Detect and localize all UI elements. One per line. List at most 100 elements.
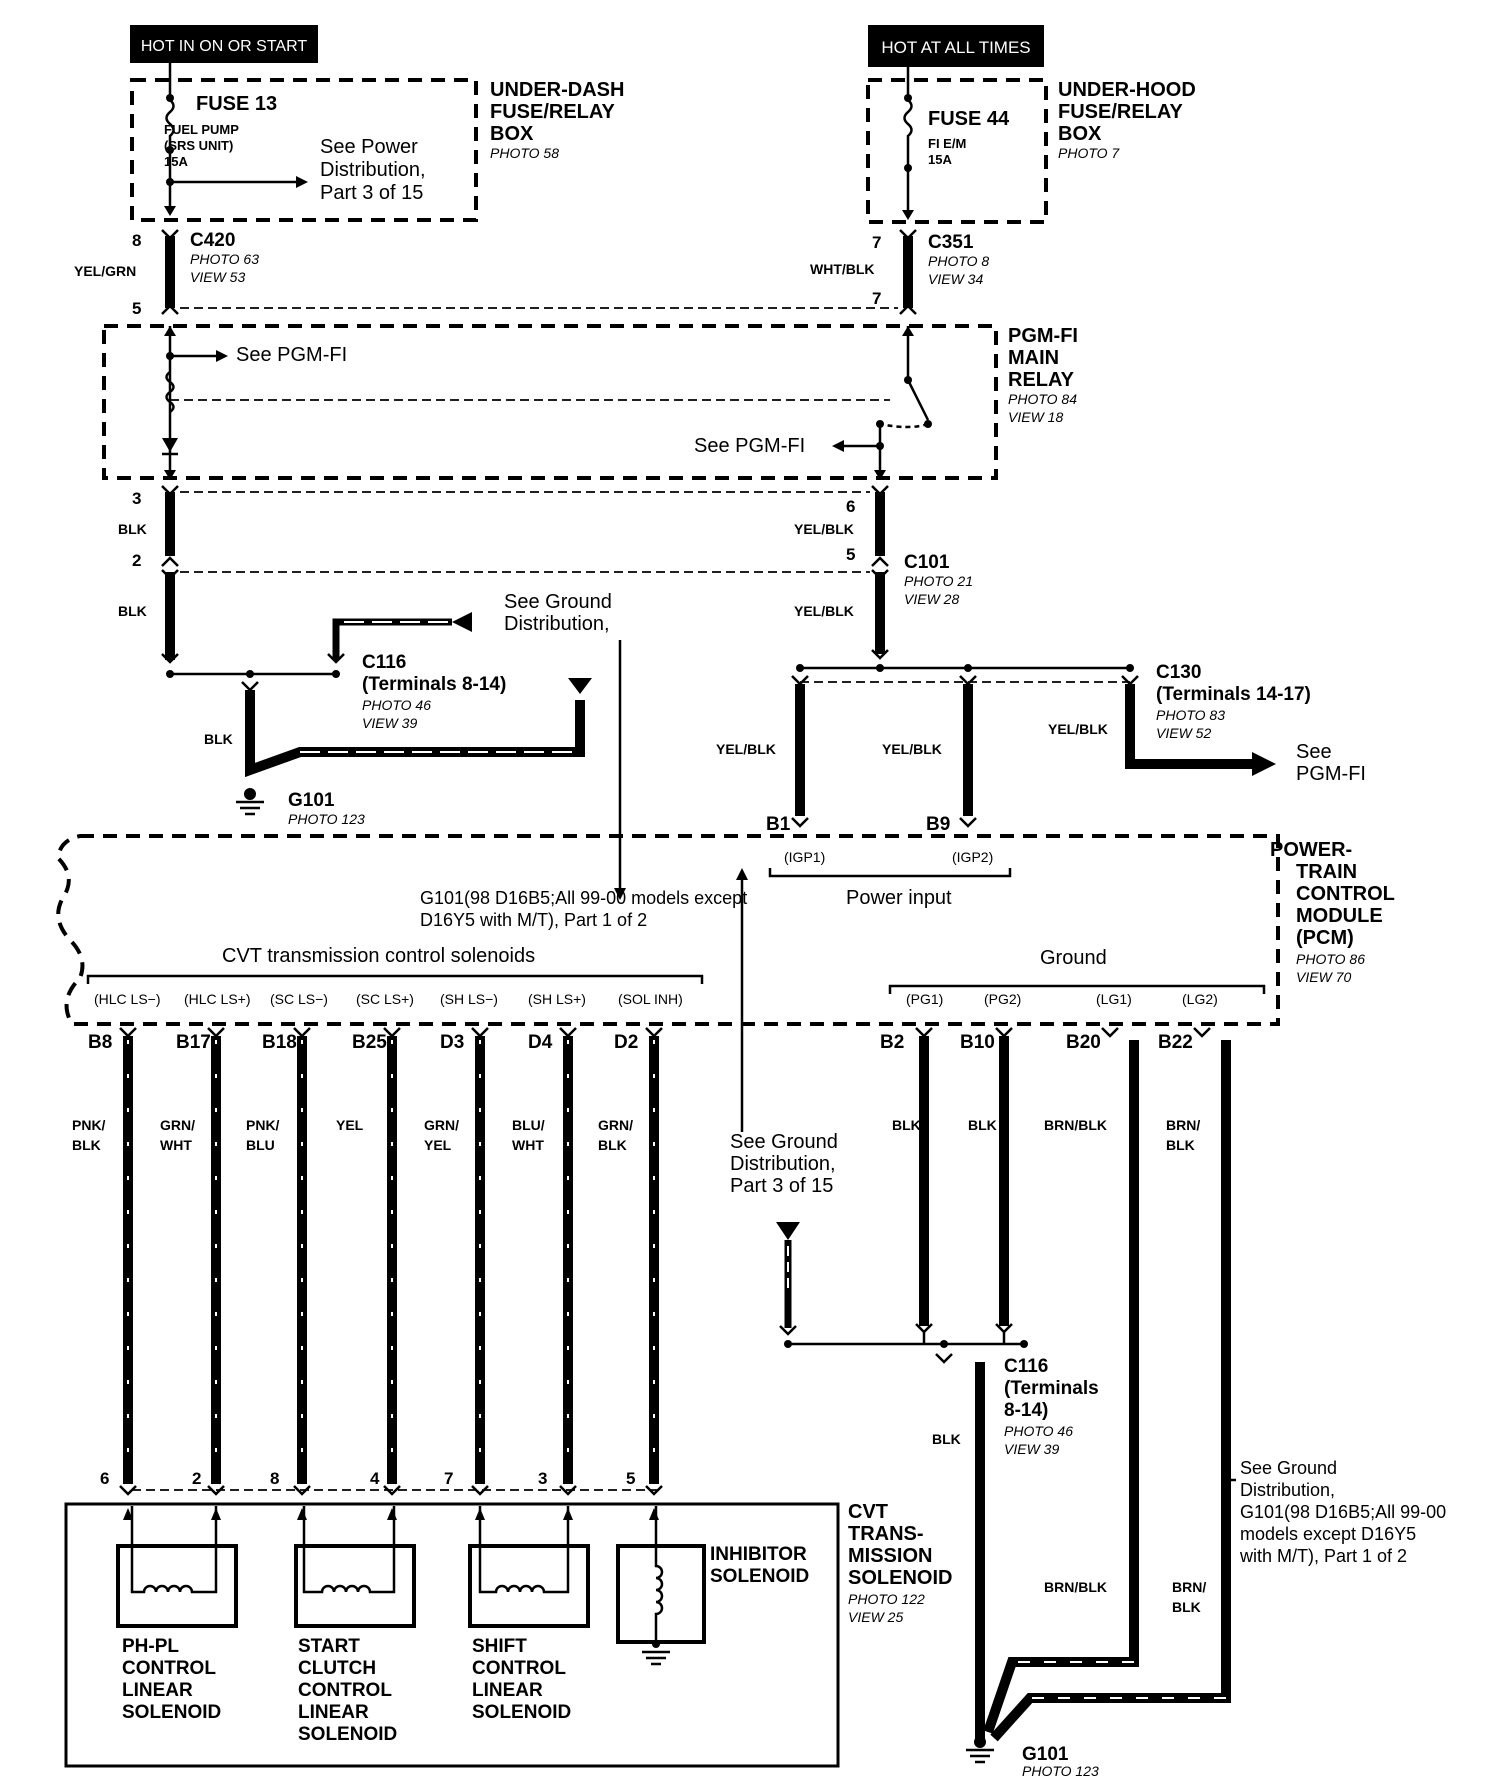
wire-brn-blk-b22 xyxy=(990,1040,1231,1742)
svg-text:PHOTO 84: PHOTO 84 xyxy=(1008,391,1077,407)
svg-text:Part 3 of 15: Part 3 of 15 xyxy=(320,182,423,204)
fuse-44-label: FUSE 44 xyxy=(928,108,1010,130)
coil-icon xyxy=(130,1506,218,1594)
svg-text:PHOTO 123: PHOTO 123 xyxy=(288,811,365,827)
svg-text:TRAIN: TRAIN xyxy=(1296,861,1357,883)
svg-text:15A: 15A xyxy=(164,154,188,169)
connector-pin xyxy=(559,1027,577,1038)
wire-color-label: WHT xyxy=(512,1137,544,1153)
svg-text:with M/T), Part 1 of 2: with M/T), Part 1 of 2 xyxy=(1239,1546,1407,1566)
connector-pin xyxy=(1193,1027,1211,1038)
solenoid-pin-label: 3 xyxy=(538,1469,547,1488)
svg-text:(Terminals: (Terminals xyxy=(1004,1378,1099,1399)
svg-text:CONTROL: CONTROL xyxy=(1296,883,1395,905)
pcm-signal-labels: (HLC LS−)(HLC LS+)(SC LS−)(SC LS+)(SH LS… xyxy=(94,991,683,1007)
coil-icon xyxy=(654,1506,664,1642)
connector-pin xyxy=(293,1485,311,1496)
svg-text:SHIFT: SHIFT xyxy=(472,1636,527,1657)
relay-coil-icon xyxy=(165,370,175,414)
svg-text:See Power: See Power xyxy=(320,136,418,158)
pcm-terminal-label: B18 xyxy=(262,1032,297,1053)
arrow-icon xyxy=(387,1508,397,1520)
svg-text:BLK: BLK xyxy=(204,731,233,747)
svg-text:MISSION: MISSION xyxy=(848,1545,932,1567)
svg-text:6: 6 xyxy=(846,497,855,516)
under-dash-fuse-box xyxy=(130,78,478,222)
svg-text:WHT/BLK: WHT/BLK xyxy=(810,261,875,277)
svg-text:VIEW 39: VIEW 39 xyxy=(362,715,417,731)
hot-in-on-or-start-tag: HOT IN ON OR START xyxy=(130,25,318,63)
pcm-terminal-label: B17 xyxy=(176,1032,211,1053)
connector-pin xyxy=(471,1485,489,1496)
svg-text:HOT AT ALL TIMES: HOT AT ALL TIMES xyxy=(881,38,1030,57)
svg-text:See Ground: See Ground xyxy=(1240,1458,1337,1478)
svg-text:LINEAR: LINEAR xyxy=(122,1680,193,1701)
wire-color-label: BLU/ xyxy=(512,1117,545,1133)
svg-text:CVT: CVT xyxy=(848,1501,888,1523)
svg-text:BOX: BOX xyxy=(490,123,534,145)
svg-text:PHOTO 86: PHOTO 86 xyxy=(1296,951,1365,967)
svg-text:See: See xyxy=(1296,741,1332,763)
svg-text:See PGM-FI: See PGM-FI xyxy=(694,435,805,457)
svg-text:5: 5 xyxy=(846,545,855,564)
svg-text:TRANS-: TRANS- xyxy=(848,1523,924,1545)
svg-text:PHOTO 8: PHOTO 8 xyxy=(928,253,989,269)
svg-text:YEL/BLK: YEL/BLK xyxy=(794,603,854,619)
wire-color-label: PNK/ xyxy=(246,1117,280,1133)
pcm-terminal-label: D3 xyxy=(440,1032,464,1053)
solenoid-pin-label: 4 xyxy=(370,1469,380,1488)
svg-text:PHOTO 58: PHOTO 58 xyxy=(490,145,559,161)
solenoid-pin-label: 5 xyxy=(626,1469,635,1488)
svg-text:YEL/GRN: YEL/GRN xyxy=(74,263,136,279)
connector-pin xyxy=(1101,1027,1119,1038)
svg-text:UNDER-HOOD: UNDER-HOOD xyxy=(1058,79,1196,101)
svg-text:INHIBITOR: INHIBITOR xyxy=(710,1544,807,1565)
svg-text:CVT transmission control solen: CVT transmission control solenoids xyxy=(222,945,535,967)
arrow-icon xyxy=(297,1508,307,1520)
solenoid-wires: B8PNK/BLK6B17GRN/WHT2B18PNK/BLU8B25YEL4D… xyxy=(72,1027,663,1520)
svg-text:VIEW 70: VIEW 70 xyxy=(1296,969,1351,985)
svg-text:SOLENOID: SOLENOID xyxy=(122,1702,221,1723)
svg-text:2: 2 xyxy=(132,551,141,570)
svg-text:YEL/BLK: YEL/BLK xyxy=(882,741,942,757)
connector-pin xyxy=(119,1027,137,1038)
svg-text:FI E/M: FI E/M xyxy=(928,136,966,151)
svg-text:Distribution,: Distribution, xyxy=(320,159,426,181)
svg-text:BLK: BLK xyxy=(932,1431,961,1447)
svg-text:START: START xyxy=(298,1636,360,1657)
svg-text:See Ground: See Ground xyxy=(730,1131,838,1153)
svg-text:VIEW 52: VIEW 52 xyxy=(1156,725,1211,741)
pcm-signal-label: (HLC LS−) xyxy=(94,991,161,1007)
svg-text:RELAY: RELAY xyxy=(1008,369,1075,391)
pcm-terminal-label: D2 xyxy=(614,1032,638,1053)
svg-text:8: 8 xyxy=(132,231,141,250)
svg-text:VIEW 53: VIEW 53 xyxy=(190,269,245,285)
svg-text:CLUTCH: CLUTCH xyxy=(298,1658,376,1679)
svg-text:3: 3 xyxy=(132,489,141,508)
svg-text:(Terminals 14-17): (Terminals 14-17) xyxy=(1156,684,1311,705)
svg-text:VIEW 18: VIEW 18 xyxy=(1008,409,1063,425)
wire-color-label: WHT xyxy=(160,1137,192,1153)
svg-text:CONTROL: CONTROL xyxy=(122,1658,216,1679)
svg-text:MAIN: MAIN xyxy=(1008,347,1059,369)
svg-text:See PGM-FI: See PGM-FI xyxy=(236,344,347,366)
svg-text:models except D16Y5: models except D16Y5 xyxy=(1240,1524,1416,1544)
start-clutch-solenoid xyxy=(294,1506,416,1628)
under-hood-fuse-box xyxy=(866,78,1048,224)
svg-text:G101: G101 xyxy=(288,790,335,811)
svg-text:VIEW 28: VIEW 28 xyxy=(904,591,959,607)
svg-text:7: 7 xyxy=(872,289,881,308)
fuse-44-icon xyxy=(903,80,913,212)
ph-pl-solenoid xyxy=(116,1506,238,1628)
pcm-ground-labels: (PG1)(PG2)(LG1)(LG2) xyxy=(906,991,1218,1007)
svg-text:LINEAR: LINEAR xyxy=(472,1680,543,1701)
svg-text:PGM-FI: PGM-FI xyxy=(1008,325,1078,347)
solenoid-pin-label: 2 xyxy=(192,1469,201,1488)
wire-color-label: BLK xyxy=(1166,1137,1195,1153)
arrow-icon xyxy=(649,1508,659,1520)
coil-icon xyxy=(302,1506,396,1594)
svg-text:(IGP1): (IGP1) xyxy=(784,849,825,865)
connector-pin xyxy=(915,1027,933,1038)
svg-text:MODULE: MODULE xyxy=(1296,905,1383,927)
svg-text:CONTROL: CONTROL xyxy=(472,1658,566,1679)
